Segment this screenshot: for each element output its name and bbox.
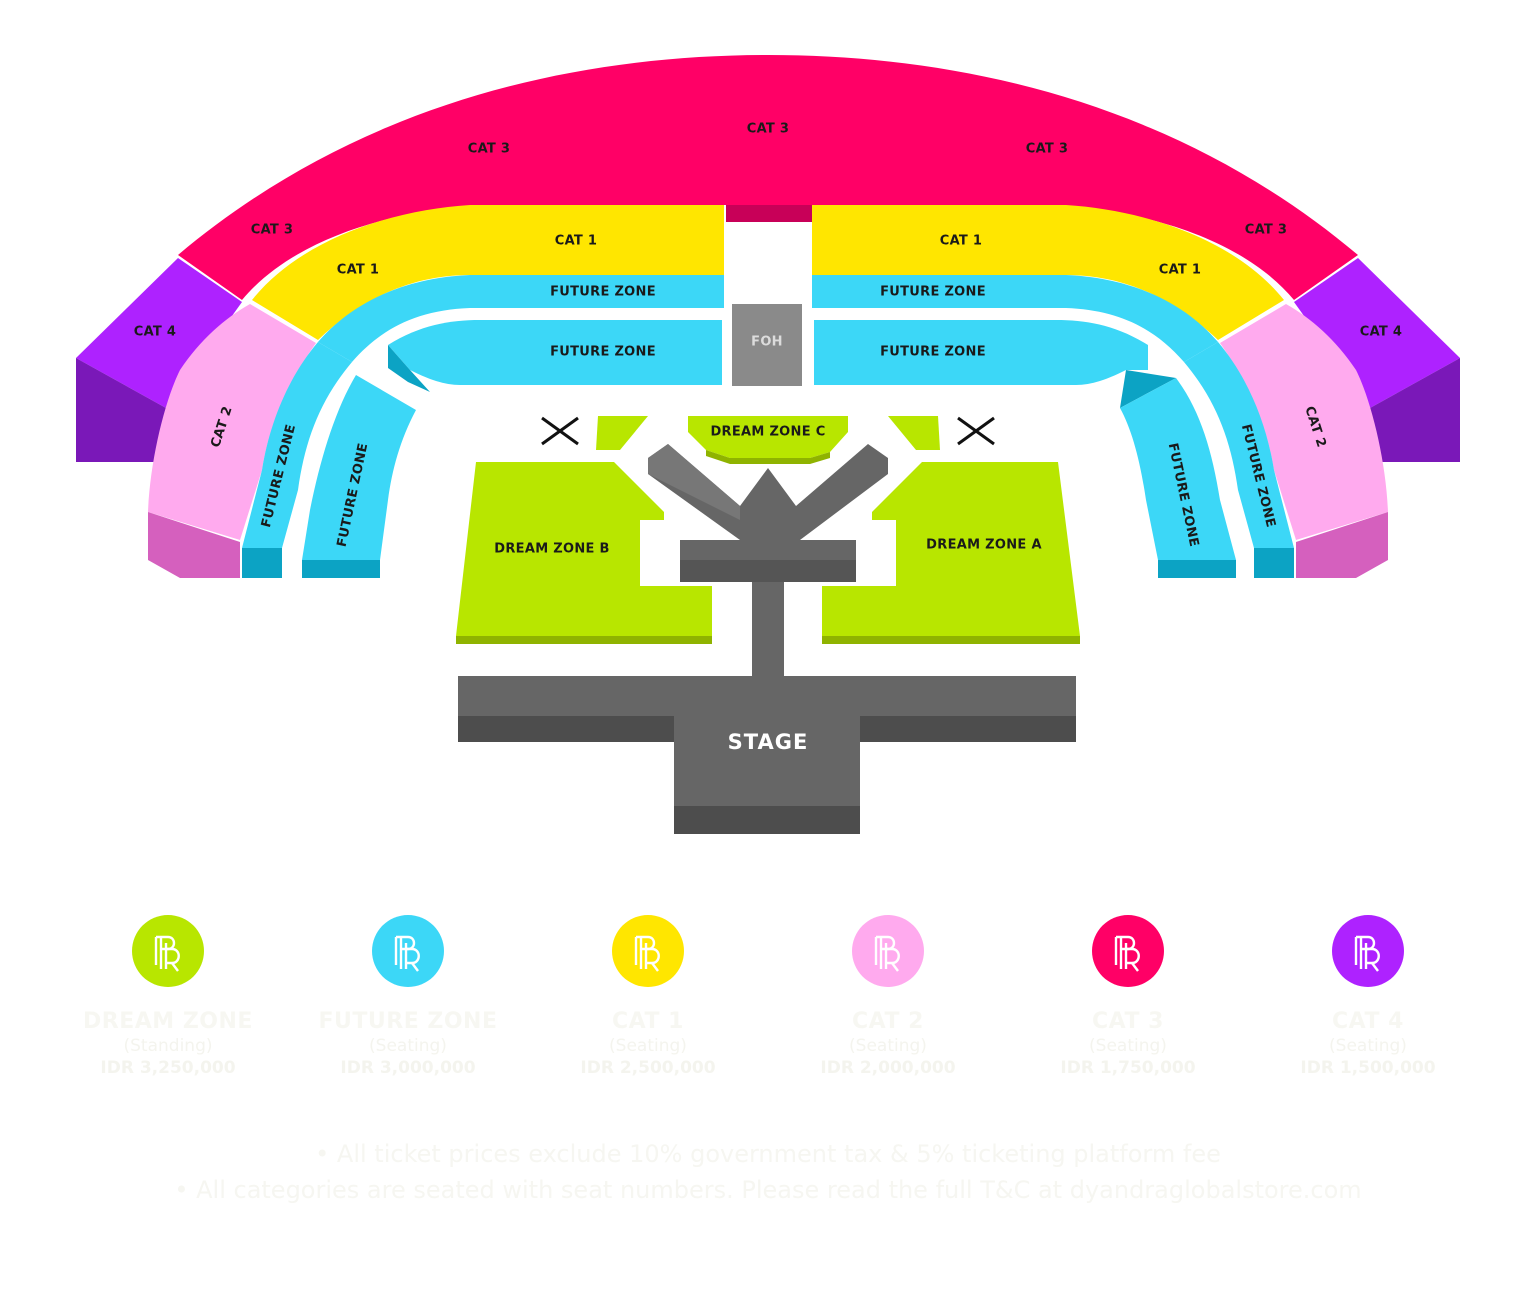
cat2-left[interactable] bbox=[148, 304, 316, 540]
legend-seating-type: (Seating) bbox=[849, 1036, 927, 1056]
future-right-inner[interactable] bbox=[1120, 378, 1236, 560]
stage-y-runway-top bbox=[648, 444, 740, 520]
future-left-outer[interactable] bbox=[242, 342, 352, 548]
future-left-inner[interactable] bbox=[302, 375, 416, 560]
cat2-right-side bbox=[1296, 512, 1388, 578]
label-cat1-left: CAT 1 bbox=[555, 234, 598, 249]
brand-logo-icon bbox=[372, 915, 444, 987]
seat-map: CAT 3 CAT 3 CAT 3 CAT 3 CAT 3 CAT 1 CAT … bbox=[76, 55, 1460, 834]
label-cat1-left-side: CAT 1 bbox=[337, 263, 380, 278]
label-cat4-left: CAT 4 bbox=[134, 325, 177, 340]
legend-item: DREAM ZONE(Standing)IDR 3,250,000 bbox=[48, 915, 288, 1078]
brand-logo-icon bbox=[1332, 915, 1404, 987]
label-cat4-right: CAT 4 bbox=[1360, 325, 1403, 340]
label-cat3-right: CAT 3 bbox=[1245, 223, 1288, 238]
label-stage: STAGE bbox=[728, 730, 809, 754]
legend-title: CAT 2 bbox=[852, 1009, 924, 1034]
label-dream-zone-b: DREAM ZONE B bbox=[494, 542, 609, 557]
stage-main bbox=[674, 716, 860, 806]
dream-zone-c-side bbox=[706, 450, 830, 464]
legend-item: CAT 4(Seating)IDR 1,500,000 bbox=[1248, 915, 1488, 1078]
legend-seating-type: (Standing) bbox=[123, 1036, 213, 1056]
legend-price: IDR 1,500,000 bbox=[1300, 1058, 1436, 1078]
label-cat3-left: CAT 3 bbox=[251, 223, 294, 238]
label-future-top-left-outer: FUTURE ZONE bbox=[550, 285, 656, 300]
future-right-inner-side bbox=[1158, 560, 1236, 578]
cat4-left-side bbox=[76, 358, 166, 462]
cat4-right-side bbox=[1370, 358, 1460, 462]
label-future-top-right-inner: FUTURE ZONE bbox=[880, 345, 986, 360]
foh-box bbox=[732, 304, 802, 386]
cat2-right[interactable] bbox=[1220, 304, 1388, 540]
brand-logo-icon bbox=[132, 915, 204, 987]
label-future-top-left-inner: FUTURE ZONE bbox=[550, 345, 656, 360]
stage-stem bbox=[752, 582, 784, 676]
label-cat3-top: CAT 3 bbox=[747, 122, 790, 137]
label-dream-zone-a: DREAM ZONE A bbox=[926, 538, 1042, 553]
future-right-outer-side bbox=[1254, 548, 1294, 578]
legend-item: FUTURE ZONE(Seating)IDR 3,000,000 bbox=[288, 915, 528, 1078]
note-tax: • All ticket prices exclude 10% governme… bbox=[315, 1140, 1221, 1168]
future-top-right-outer[interactable] bbox=[812, 275, 1218, 362]
legend-seating-type: (Seating) bbox=[1089, 1036, 1167, 1056]
label-dream-zone-c: DREAM ZONE C bbox=[710, 425, 825, 440]
legend-item: CAT 2(Seating)IDR 2,000,000 bbox=[768, 915, 1008, 1078]
legend-seating-type: (Seating) bbox=[1329, 1036, 1407, 1056]
label-cat3-right-upper: CAT 3 bbox=[1026, 142, 1069, 157]
future-top-right-inner[interactable] bbox=[814, 320, 1148, 385]
ticket-notes: • All ticket prices exclude 10% governme… bbox=[0, 1140, 1536, 1212]
blocked-x-left bbox=[541, 416, 579, 446]
legend-price: IDR 3,000,000 bbox=[340, 1058, 476, 1078]
dream-small-left[interactable] bbox=[596, 416, 648, 450]
label-cat1-right: CAT 1 bbox=[940, 234, 983, 249]
dream-small-right[interactable] bbox=[888, 416, 940, 450]
label-cat1-right-side: CAT 1 bbox=[1159, 263, 1202, 278]
future-right-outer[interactable] bbox=[1184, 342, 1294, 548]
legend-seating-type: (Seating) bbox=[609, 1036, 687, 1056]
cat1-right[interactable] bbox=[812, 205, 1284, 340]
dream-zone-a-side bbox=[822, 636, 1080, 644]
cat3-arc[interactable] bbox=[178, 55, 1358, 300]
label-foh: FOH bbox=[751, 335, 783, 350]
dream-zone-a[interactable] bbox=[822, 462, 1080, 636]
label-future-top-right-outer: FUTURE ZONE bbox=[880, 285, 986, 300]
brand-logo-icon bbox=[852, 915, 924, 987]
legend-title: FUTURE ZONE bbox=[318, 1009, 498, 1034]
cat1-left[interactable] bbox=[252, 205, 724, 340]
future-left-inner-side bbox=[302, 560, 380, 578]
cat3-aisle-dark bbox=[726, 205, 812, 222]
stage-main-side bbox=[674, 806, 860, 834]
label-cat3-left-upper: CAT 3 bbox=[468, 142, 511, 157]
legend-item: CAT 1(Seating)IDR 2,500,000 bbox=[528, 915, 768, 1078]
legend-seating-type: (Seating) bbox=[369, 1036, 447, 1056]
future-top-left-inner-side bbox=[388, 345, 430, 392]
legend-price: IDR 2,500,000 bbox=[580, 1058, 716, 1078]
legend-price: IDR 2,000,000 bbox=[820, 1058, 956, 1078]
future-top-left-outer[interactable] bbox=[318, 275, 724, 362]
dream-zone-c[interactable] bbox=[688, 416, 848, 458]
stage-wings bbox=[458, 676, 1076, 716]
legend-title: CAT 3 bbox=[1092, 1009, 1164, 1034]
legend-title: CAT 1 bbox=[612, 1009, 684, 1034]
cat4-right[interactable] bbox=[1294, 258, 1460, 408]
brand-logo-icon bbox=[612, 915, 684, 987]
future-left-outer-side bbox=[242, 548, 282, 578]
legend-title: CAT 4 bbox=[1332, 1009, 1404, 1034]
legend-price: IDR 1,750,000 bbox=[1060, 1058, 1196, 1078]
brand-logo-icon bbox=[1092, 915, 1164, 987]
stage-crossbar-top bbox=[680, 540, 856, 560]
cat2-left-side bbox=[148, 512, 240, 578]
legend-item: CAT 3(Seating)IDR 1,750,000 bbox=[1008, 915, 1248, 1078]
future-top-left-inner[interactable] bbox=[388, 320, 722, 385]
stage-y-runway bbox=[648, 444, 888, 540]
note-seating: • All categories are seated with seat nu… bbox=[174, 1176, 1362, 1204]
dream-zone-b-side bbox=[456, 636, 712, 644]
dream-zone-b[interactable] bbox=[456, 462, 712, 636]
legend-price: IDR 3,250,000 bbox=[100, 1058, 236, 1078]
cat4-left[interactable] bbox=[76, 258, 242, 408]
legend-title: DREAM ZONE bbox=[83, 1009, 253, 1034]
blocked-x-right bbox=[957, 416, 995, 446]
future-top-right-inner-side bbox=[1120, 370, 1176, 408]
